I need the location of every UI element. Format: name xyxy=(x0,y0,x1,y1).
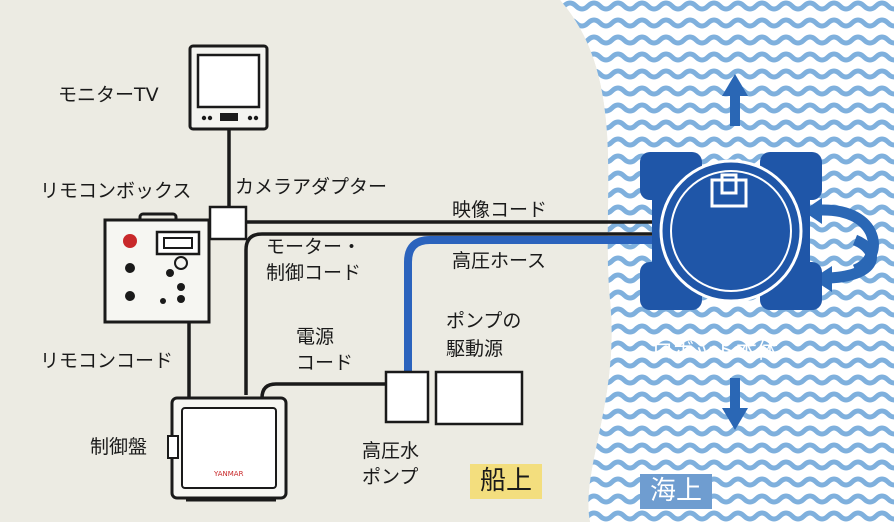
motor-control-cord-label-1: モーター・ xyxy=(266,236,362,258)
power-cord-label-1: 電源 xyxy=(296,326,335,348)
high-pressure-hose-line xyxy=(404,236,668,374)
remote-cord-label: リモコンコード xyxy=(40,350,174,372)
robot-body-icon xyxy=(640,152,822,310)
on-ship-badge: 船上 xyxy=(470,464,543,500)
robot-body-label: ロボット本体 xyxy=(652,339,778,363)
power-cord-line xyxy=(260,382,386,399)
remote-box-red-knob xyxy=(123,234,137,248)
sea-wave-line xyxy=(560,51,894,63)
sea-wave-line xyxy=(560,0,894,12)
rotate-arrow-head-1 xyxy=(803,198,822,224)
motor-control-cord-label-2: 制御コード xyxy=(266,262,362,284)
camera-adapter-icon xyxy=(208,205,248,241)
at-sea-badge: 海上 xyxy=(640,474,713,510)
control-panel-brand: YANMAR xyxy=(214,470,244,478)
video-cord-label: 映像コード xyxy=(452,199,548,221)
remote-box-label: リモコンボックス xyxy=(40,180,192,202)
pump-drive-icon xyxy=(434,370,524,426)
sea-wave-line xyxy=(560,425,894,437)
hp-pump-label-1: 高圧水 xyxy=(362,440,420,462)
hp-pump-label-2: ポンプ xyxy=(362,466,419,488)
remote-box-icon xyxy=(103,212,211,324)
sea-wave-line xyxy=(560,68,894,80)
sea-wave-line xyxy=(560,493,894,505)
sea-wave-line xyxy=(560,459,894,471)
pump-drive-label-1: ポンプの xyxy=(446,310,522,332)
sea-wave-line xyxy=(560,442,894,454)
cables xyxy=(187,128,668,399)
rotate-arrows-icon xyxy=(819,204,879,284)
up-arrow-icon xyxy=(722,74,748,126)
sea-wave-line xyxy=(560,34,894,46)
monitor-tv-label: モニターTV xyxy=(58,84,159,106)
control-panel-icon xyxy=(167,396,288,502)
camera-adapter-label: カメラアダプター xyxy=(235,176,388,198)
high-pressure-pump-icon xyxy=(384,370,430,424)
monitor-tv-icon xyxy=(188,44,269,131)
pump-drive-label-2: 駆動源 xyxy=(446,338,504,360)
control-panel-label: 制御盤 xyxy=(90,436,148,458)
motor-control-cord-line xyxy=(244,232,668,395)
power-cord-label-2: コード xyxy=(296,352,354,374)
down-arrow-icon xyxy=(722,378,748,430)
sea-wave-line xyxy=(560,510,894,522)
high-pressure-hose-label: 高圧ホース xyxy=(452,250,547,272)
sea-wave-line xyxy=(560,476,894,488)
sea-wave-line xyxy=(560,17,894,29)
